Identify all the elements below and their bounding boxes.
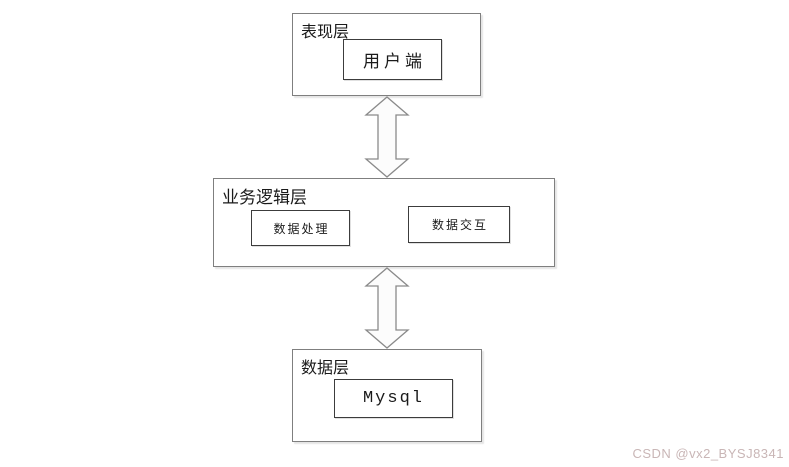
layer-data-title: 数据层 [301, 360, 350, 377]
node-client-label: 用户端 [363, 52, 426, 71]
node-mysql-label: Mysql [362, 389, 424, 408]
layer-presentation-title: 表现层 [301, 24, 350, 41]
layer-presentation: 表现层 用户端 [292, 13, 481, 96]
node-client: 用户端 [343, 39, 442, 80]
double-arrow-icon [364, 267, 410, 349]
layer-data: 数据层 Mysql [292, 349, 482, 442]
node-mysql: Mysql [334, 379, 453, 418]
node-data-exchange-label: 数据交互 [431, 218, 488, 232]
double-arrow-icon [364, 96, 410, 178]
node-data-processing: 数据处理 [251, 210, 350, 246]
layer-business-logic-title: 业务逻辑层 [222, 188, 307, 207]
node-data-exchange: 数据交互 [408, 206, 510, 243]
node-data-processing-label: 数据处理 [273, 221, 330, 236]
layer-business-logic: 业务逻辑层 数据处理 数据交互 [213, 178, 555, 267]
watermark: CSDN @vx2_BYSJ8341 [632, 446, 784, 461]
